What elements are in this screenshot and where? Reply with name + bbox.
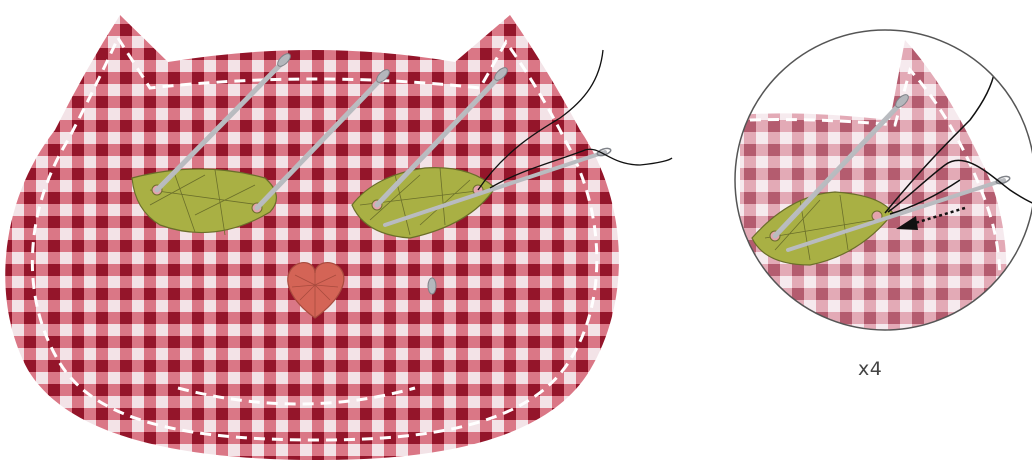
magnifier-circle — [730, 25, 1032, 340]
zoom-caption: x4 — [858, 358, 882, 380]
cat-face — [5, 15, 672, 460]
